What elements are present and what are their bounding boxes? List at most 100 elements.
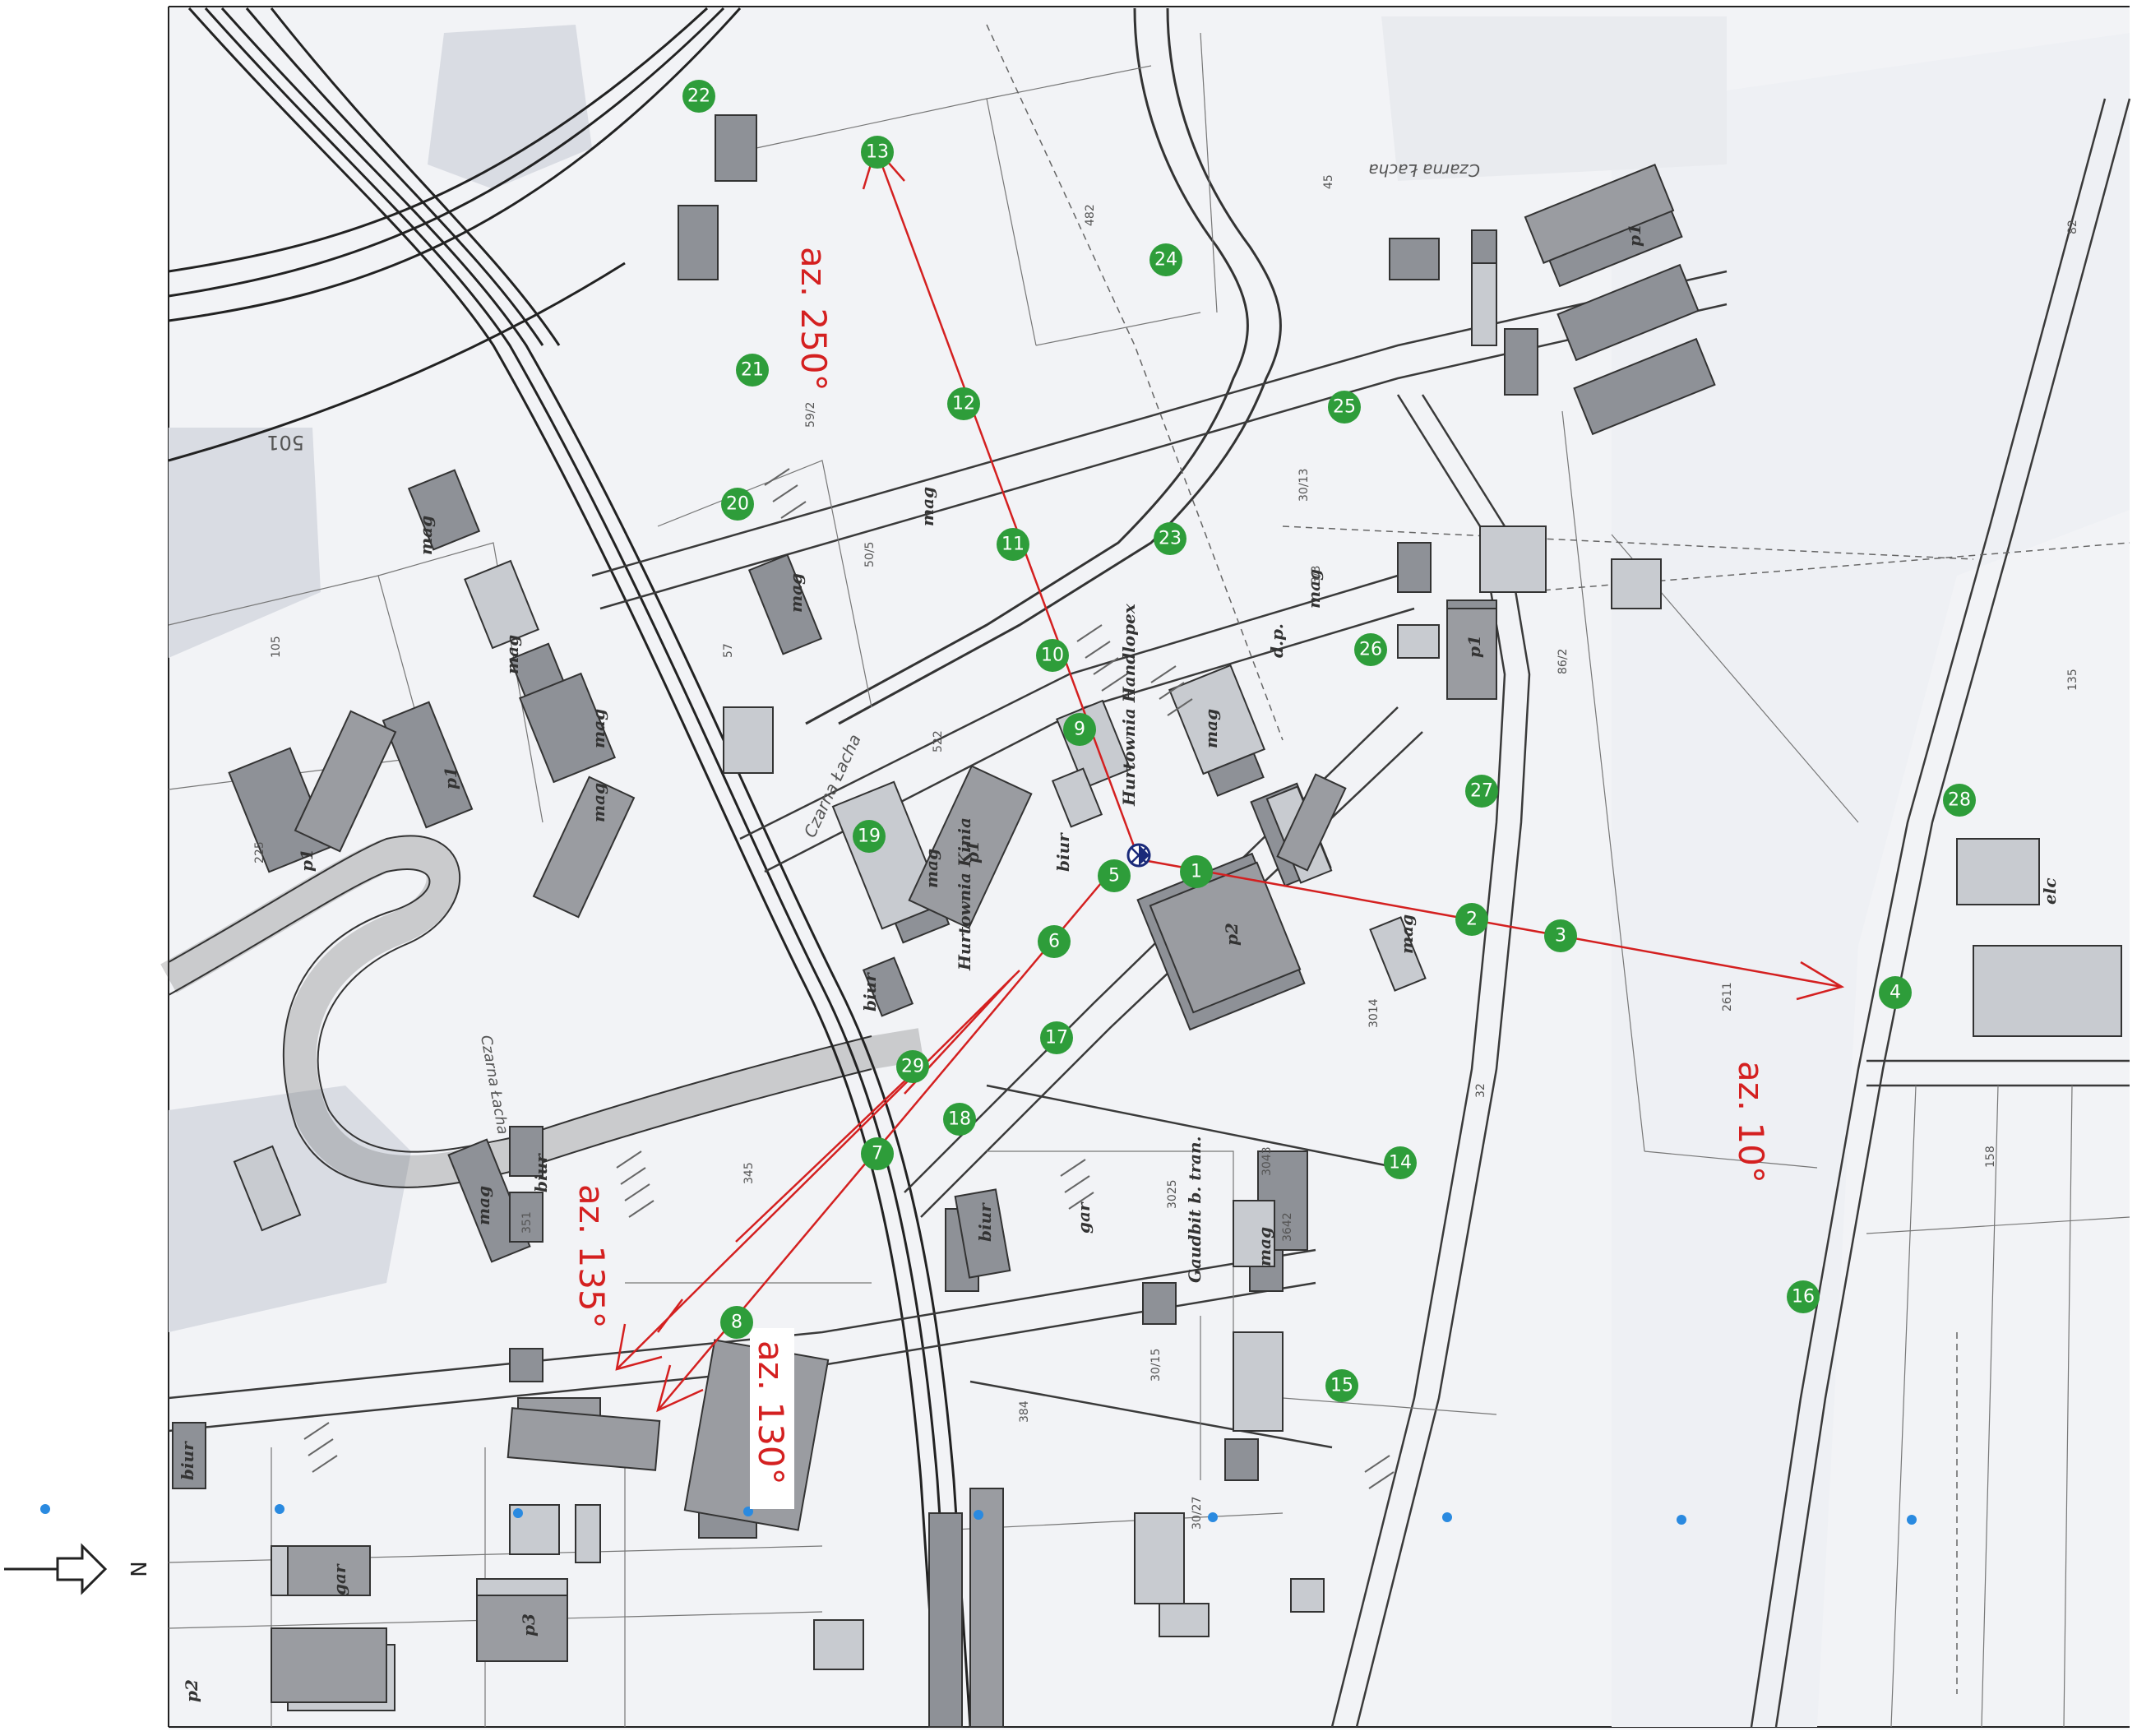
north-label: N	[127, 1561, 152, 1576]
parcel-label: 3014	[1367, 998, 1381, 1028]
building-label: Hurtownia Handlopex	[1119, 603, 1139, 807]
building-label: mag	[589, 783, 608, 822]
river-top	[805, 7, 1249, 725]
river-top-b	[838, 7, 1282, 725]
survey-point: 20	[721, 488, 754, 521]
survey-point: 17	[1040, 1021, 1073, 1054]
railway	[168, 7, 972, 1728]
gray-area-west	[169, 428, 321, 658]
azimuth-label-250: az. 250°	[793, 247, 834, 391]
parcel-label: 32	[1474, 1083, 1487, 1098]
svg-text:6: 6	[1048, 932, 1060, 952]
building-label: mag	[1255, 1227, 1274, 1266]
parcel-label: 351	[520, 1211, 534, 1234]
svg-text:9: 9	[1074, 720, 1085, 740]
azimuth-label-135: az. 135°	[571, 1184, 612, 1329]
parcel-label: 2611	[1721, 982, 1734, 1012]
survey-point: 23	[1154, 522, 1186, 555]
parcel-label: 3043	[1260, 1146, 1274, 1176]
river	[160, 836, 924, 1188]
svg-text:8: 8	[731, 1312, 742, 1333]
svg-text:25: 25	[1333, 397, 1356, 418]
parcel-labels: 57 482 522 105 225 59/2 50/5 2611 158 13…	[253, 174, 2079, 1530]
parcel-label: 482	[1084, 204, 1097, 226]
street-label: 501	[266, 431, 304, 454]
parcel-label: 82	[2066, 220, 2079, 234]
azimuth-135-arrowhead	[615, 1323, 663, 1371]
building-label: elc	[2040, 878, 2060, 905]
survey-point: 22	[682, 80, 715, 113]
parcel-label: 59/2	[804, 402, 817, 428]
survey-dashed	[986, 24, 2130, 1694]
building-label: Gaudbit b. tran.	[1185, 1137, 1205, 1284]
building-label: mag	[786, 573, 806, 613]
blue-dots	[40, 1504, 1917, 1525]
building-label: p1	[441, 766, 460, 789]
svg-text:1: 1	[1191, 862, 1202, 882]
parcel-label: 522	[932, 730, 945, 752]
building-label: mag	[1201, 709, 1221, 748]
svg-text:21: 21	[741, 360, 764, 381]
parcel-label: 135	[2066, 669, 2079, 691]
azimuth-guide-c	[657, 1299, 683, 1333]
survey-point: 3	[1544, 919, 1577, 952]
building-label: p1	[963, 840, 983, 863]
building-label: mag	[922, 849, 941, 888]
building-label: mag	[1397, 914, 1417, 954]
building-label: p2	[182, 1679, 201, 1702]
hatched-areas	[303, 468, 1395, 1489]
parcel-label: 105	[270, 636, 283, 658]
parcel-label: 225	[253, 841, 266, 863]
svg-text:7: 7	[872, 1144, 883, 1164]
building-label: mag	[502, 635, 522, 674]
building-label: p1	[1625, 224, 1644, 247]
building-label: Hurtownia Kinia	[955, 817, 974, 971]
svg-text:10: 10	[1041, 646, 1064, 666]
survey-point: 16	[1787, 1280, 1820, 1313]
svg-text:15: 15	[1330, 1376, 1353, 1396]
svg-text:29: 29	[901, 1057, 924, 1077]
svg-text:28: 28	[1948, 790, 1971, 811]
parcel-label: 57	[722, 643, 735, 658]
survey-point: 29	[896, 1050, 929, 1083]
building-label: mag	[589, 709, 608, 748]
azimuth-label-10: az. 10°	[1731, 1061, 1771, 1183]
azimuth-guide-a	[735, 1076, 909, 1243]
svg-text:11: 11	[1001, 535, 1025, 555]
svg-text:16: 16	[1792, 1287, 1815, 1308]
azimuth-135-line	[616, 970, 1020, 1370]
north-arrow	[4, 1543, 108, 1595]
parcel-label: 30/15	[1149, 1349, 1163, 1382]
parcel-label: 384	[1018, 1400, 1031, 1423]
buildings-light	[233, 262, 2122, 1711]
survey-point: 28	[1943, 784, 1976, 817]
parcel-label: 45	[1322, 174, 1335, 189]
azimuth-label-130-box: az. 130°	[750, 1328, 794, 1509]
svg-text:14: 14	[1389, 1153, 1412, 1174]
survey-point: 15	[1325, 1369, 1358, 1402]
building-label: p1	[297, 849, 317, 872]
survey-point: 26	[1354, 633, 1387, 666]
parcel-label: 86/2	[1556, 649, 1570, 674]
azimuth-10-arrowhead	[1796, 961, 1845, 1001]
survey-point: 9	[1063, 713, 1096, 746]
building-label: mag	[1304, 569, 1324, 609]
survey-point: 19	[853, 820, 886, 853]
svg-text:27: 27	[1470, 781, 1493, 802]
parcel-label: 3/3	[1310, 565, 1323, 584]
building-label: biur	[531, 1153, 551, 1192]
svg-text:3: 3	[1555, 926, 1566, 947]
survey-point: 14	[1384, 1146, 1417, 1179]
parcel-label: 3642	[1281, 1212, 1294, 1242]
top-field	[1381, 16, 1727, 181]
building-label: p2	[1222, 923, 1242, 946]
svg-text:5: 5	[1108, 866, 1120, 887]
river-bank-b	[168, 868, 872, 1188]
buildings-large	[271, 164, 1675, 1728]
survey-point: 4	[1879, 976, 1912, 1009]
right-field	[1612, 33, 2130, 1727]
survey-point: 2	[1455, 903, 1488, 936]
parcel-label: 3025	[1166, 1179, 1179, 1209]
svg-text:22: 22	[687, 86, 710, 107]
